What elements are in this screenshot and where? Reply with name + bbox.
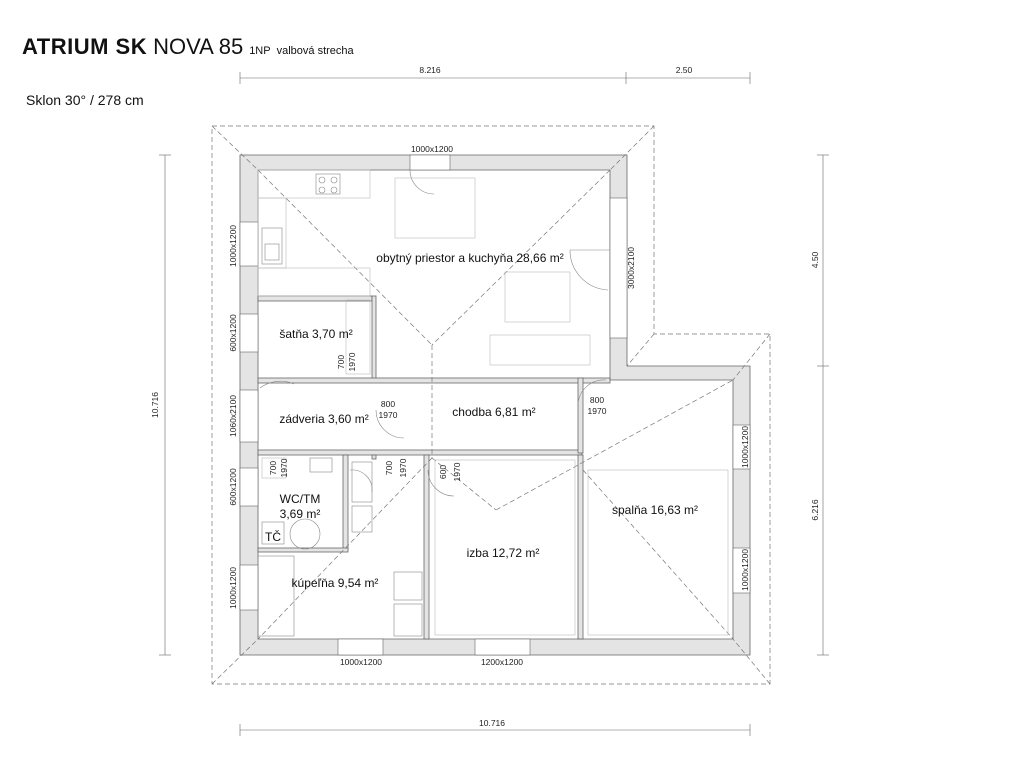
dim-top-right: 2.50 — [676, 65, 693, 75]
door-entry-h: 1970 — [379, 410, 398, 420]
window-label-closet: 600x1200 — [228, 314, 238, 352]
window-label-wc: 600x1200 — [228, 468, 238, 506]
door-closet-w: 700 — [336, 355, 346, 369]
room-label-living: obytný priestor a kuchyňa 28,66 m² — [376, 251, 563, 265]
doors — [259, 169, 610, 497]
window-label-entry: 1060x2100 — [228, 395, 238, 437]
window-label-bath-bottom: 1000x1200 — [340, 657, 382, 667]
door-bed-w: 800 — [590, 395, 604, 405]
dim-top-left: 8.216 — [419, 65, 441, 75]
floor-label: 1NP — [249, 45, 271, 57]
dim-left: 10.716 — [150, 392, 160, 418]
door-room-w: 600 — [438, 465, 448, 479]
room-label-hall: chodba 6,81 m² — [452, 405, 535, 419]
door-bath-w: 700 — [384, 461, 394, 475]
roof-hip-lines — [211, 125, 771, 685]
dim-bottom: 10.716 — [479, 718, 505, 728]
room-label-entry: zádveria 3,60 m² — [279, 412, 368, 426]
window-label-room-bottom: 1200x1200 — [481, 657, 523, 667]
window-label-bath: 1000x1200 — [228, 567, 238, 609]
windows — [239, 154, 751, 656]
heat-pump-label: TČ — [265, 529, 281, 544]
room-label-closet: šatňa 3,70 m² — [279, 327, 352, 341]
door-entry-w: 800 — [381, 399, 395, 409]
door-wc-w: 700 — [268, 461, 278, 475]
room-label-bedroom: spalňa 16,63 m² — [612, 503, 698, 517]
dimension-lines — [159, 72, 829, 736]
door-wc-h: 1970 — [279, 458, 289, 477]
room-label-wc-area: 3,69 m² — [280, 507, 321, 521]
window-label-top: 1000x1200 — [411, 144, 453, 154]
room-label-bath: kúpeľňa 9,54 m² — [292, 576, 379, 590]
door-bath-h: 1970 — [398, 458, 408, 477]
door-closet-h: 1970 — [347, 352, 357, 371]
window-label-living-left: 1000x1200 — [228, 225, 238, 267]
door-room-h: 1970 — [452, 462, 462, 481]
room-label-wc: WC/TM — [280, 492, 321, 506]
brand-name: ATRIUM SK — [22, 34, 148, 59]
dim-right-top: 4.50 — [810, 251, 820, 268]
dim-right-bottom: 6.216 — [810, 499, 820, 521]
interior-walls — [257, 295, 611, 640]
window-label-bed-top: 1000x1200 — [740, 426, 750, 468]
roof-type: valbová strecha — [276, 45, 354, 57]
room-label-room: izba 12,72 m² — [467, 546, 540, 560]
furniture — [257, 169, 729, 637]
window-label-bed-bottom: 1000x1200 — [740, 549, 750, 591]
model-name: NOVA 85 — [153, 34, 244, 59]
door-bed-h: 1970 — [588, 406, 607, 416]
window-label-living-right: 3000x2100 — [626, 247, 636, 289]
roof-slope: Sklon 30° / 278 cm — [26, 92, 144, 108]
